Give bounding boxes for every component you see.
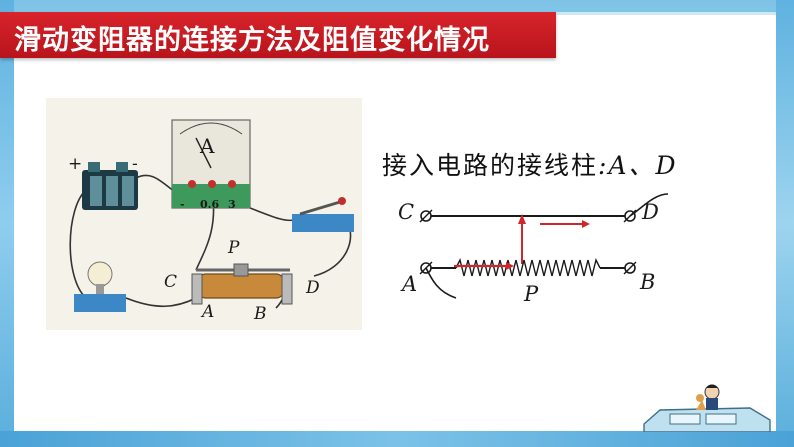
connection-terminals: :A、D — [598, 151, 678, 180]
photo-ammeter-letter: A — [200, 134, 215, 158]
wire-d — [629, 193, 669, 217]
photo-label-a: A — [202, 302, 215, 322]
connection-text: 接入电路的接线柱 — [382, 151, 599, 180]
resistance-coil — [455, 257, 601, 277]
wire-a — [425, 267, 457, 299]
photo-label-p: P — [228, 238, 240, 258]
diagram-label-a: A — [402, 272, 418, 296]
circuit-photo-drawing — [69, 119, 354, 312]
diagram-label-c: C — [398, 200, 415, 224]
title-banner: 滑动变阻器的连接方法及阻值变化情况 — [0, 12, 556, 58]
connection-description: 接入电路的接线柱:A、D — [382, 146, 678, 182]
diagram-label-b: B — [640, 270, 656, 294]
photo-label-c: C — [164, 272, 178, 292]
photo-scale-0-6: 0.6 — [200, 198, 220, 211]
rheostat-schematic: C D A B P — [392, 188, 710, 308]
frame-bottom-border — [0, 431, 794, 447]
photo-battery-minus: - — [132, 154, 138, 174]
photo-label-b: B — [254, 304, 267, 324]
cartoon-car-icon — [643, 384, 771, 433]
photo-scale-minus: - — [180, 198, 185, 211]
photo-battery-plus: + — [68, 154, 83, 174]
frame-left-border — [0, 0, 14, 447]
bulb-base-icon — [74, 294, 126, 312]
bulb-icon — [87, 261, 113, 287]
photo-scale-3: 3 — [228, 198, 236, 211]
rheostat-icon — [197, 273, 285, 299]
switch-icon — [292, 214, 354, 232]
diagram-label-p: P — [524, 282, 539, 306]
diagram-label-d: D — [642, 200, 659, 224]
slide-title: 滑动变阻器的连接方法及阻值变化情况 — [14, 25, 490, 56]
rheostat-schematic-drawing — [419, 193, 669, 299]
photo-label-d: D — [306, 278, 320, 298]
circuit-photo: A - 0.6 3 + - P C D A B — [46, 98, 362, 330]
frame-right-border — [776, 0, 794, 447]
decorative-character-illustration — [640, 384, 776, 433]
